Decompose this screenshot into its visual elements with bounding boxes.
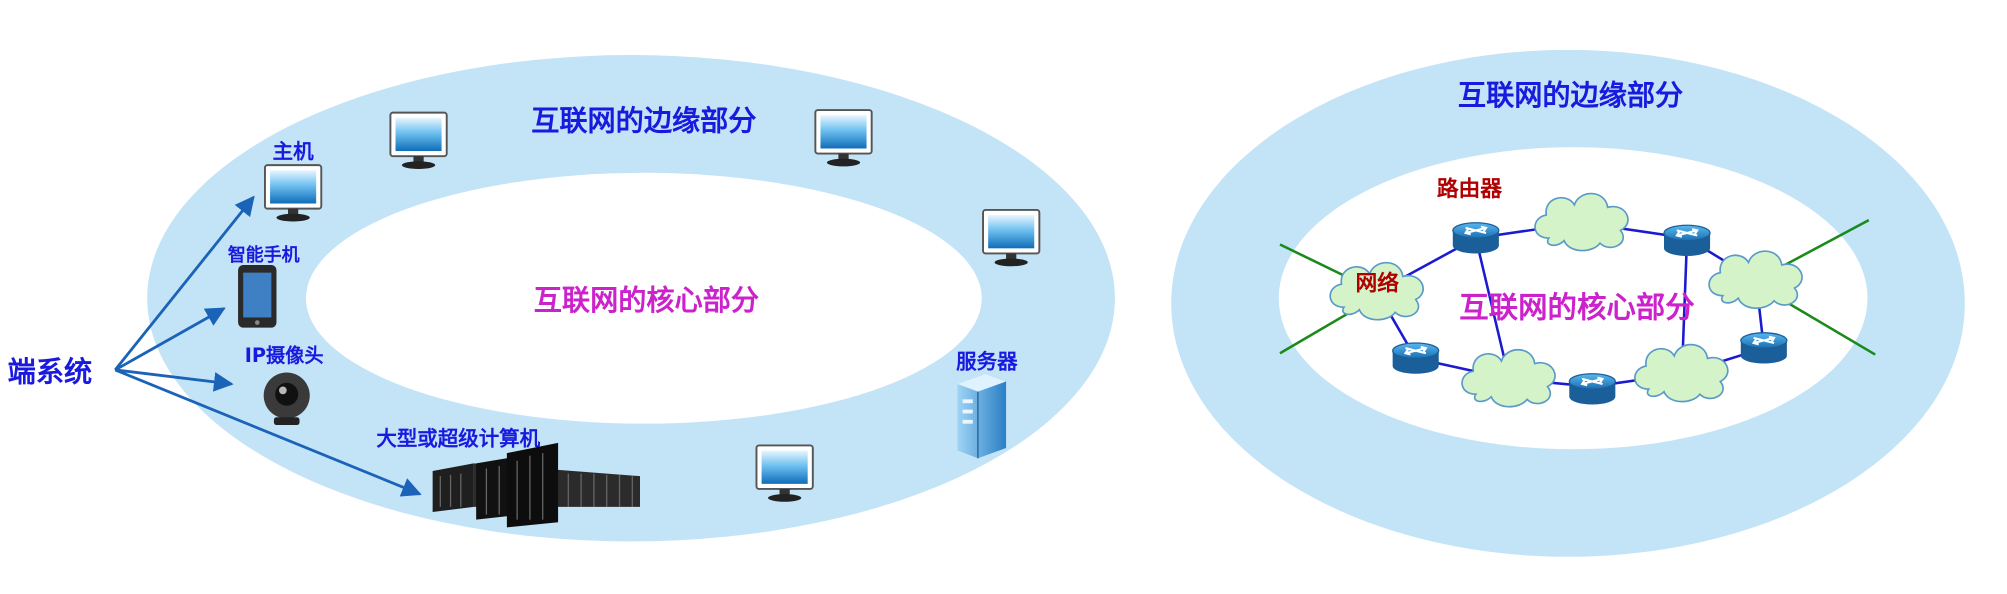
server-icon [957,373,1007,459]
right-edge-label: 互联网的边缘部分 [1458,79,1683,112]
router-label: 路由器 [1437,176,1503,202]
arrow-to-mainframe [114,368,422,497]
mainframe-icon [432,442,640,528]
server-label: 服务器 [956,350,1018,374]
smartphone-icon [238,264,277,328]
left-edge-label: 互联网的边缘部分 [531,105,756,138]
router-icon-5 [1568,372,1617,406]
router-icon-3 [1391,342,1440,375]
router-icon-1 [1451,221,1500,255]
end-system-arrows [114,195,422,497]
mainframe-label: 大型或超级计算机 [376,426,540,450]
smartphone-label: 智能手机 [228,244,300,266]
ip-camera-label: IP摄像头 [245,344,324,367]
router-icon-4 [1739,331,1788,365]
ip-camera-icon [263,372,310,425]
arrow-to-camera [115,368,234,392]
end-systems-label: 端系统 [8,355,92,388]
left-core-label: 互联网的核心部分 [534,284,759,317]
right-core-label: 互联网的核心部分 [1459,290,1695,324]
arrow-to-smartphone [114,307,226,372]
network-label: 网络 [1356,271,1400,297]
router-icon-2 [1662,224,1712,258]
arrow-to-host [114,195,255,371]
left-edge-ring [147,55,1115,542]
host-label: 主机 [273,140,314,164]
